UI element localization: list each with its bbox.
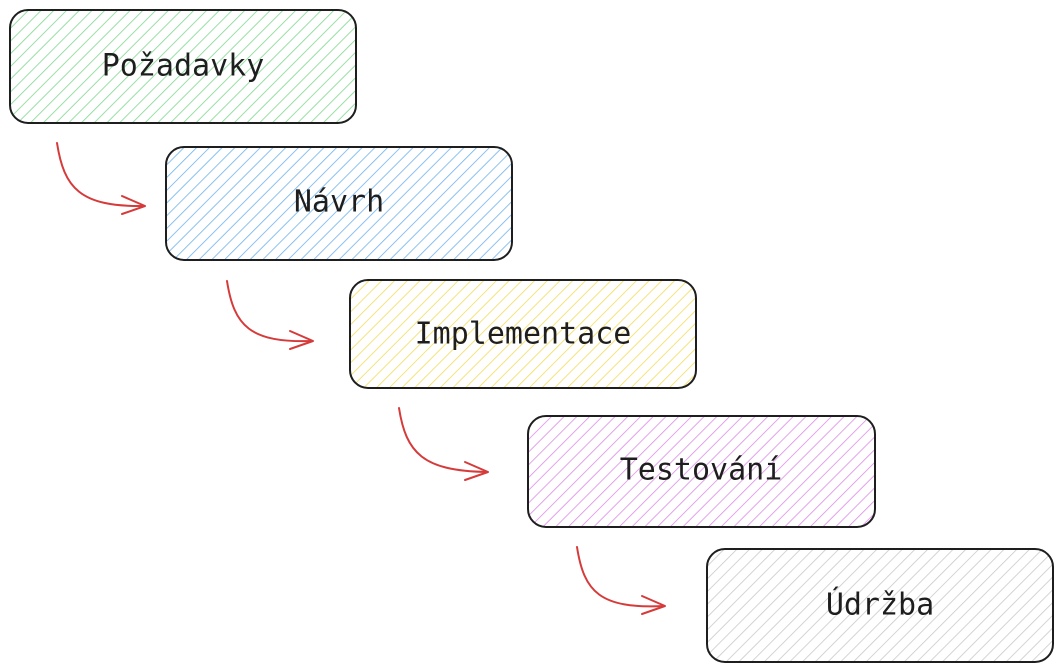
stage-label: Požadavky	[102, 49, 265, 84]
stage-label: Implementace	[415, 317, 632, 352]
stage-label: Testování	[620, 453, 783, 488]
flow-arrow	[576, 546, 666, 615]
stage-label: Údržba	[826, 586, 934, 623]
stage-box-testovani[interactable]: Testování	[527, 415, 876, 528]
flow-arrow	[398, 407, 489, 481]
stage-box-shape	[527, 415, 876, 528]
stage-box-pozadavky[interactable]: Požadavky	[9, 9, 357, 124]
stage-label: Návrh	[294, 185, 384, 220]
flow-arrow	[56, 142, 146, 215]
stage-box-navrh[interactable]: Návrh	[165, 146, 513, 261]
stage-box-shape	[9, 9, 357, 124]
stage-box-implementace[interactable]: Implementace	[349, 279, 697, 389]
stage-box-shape	[706, 548, 1054, 663]
stage-box-udrzba[interactable]: Údržba	[706, 548, 1054, 663]
stage-box-shape	[165, 146, 513, 261]
flow-arrow	[226, 280, 314, 350]
stage-box-shape	[349, 279, 697, 389]
